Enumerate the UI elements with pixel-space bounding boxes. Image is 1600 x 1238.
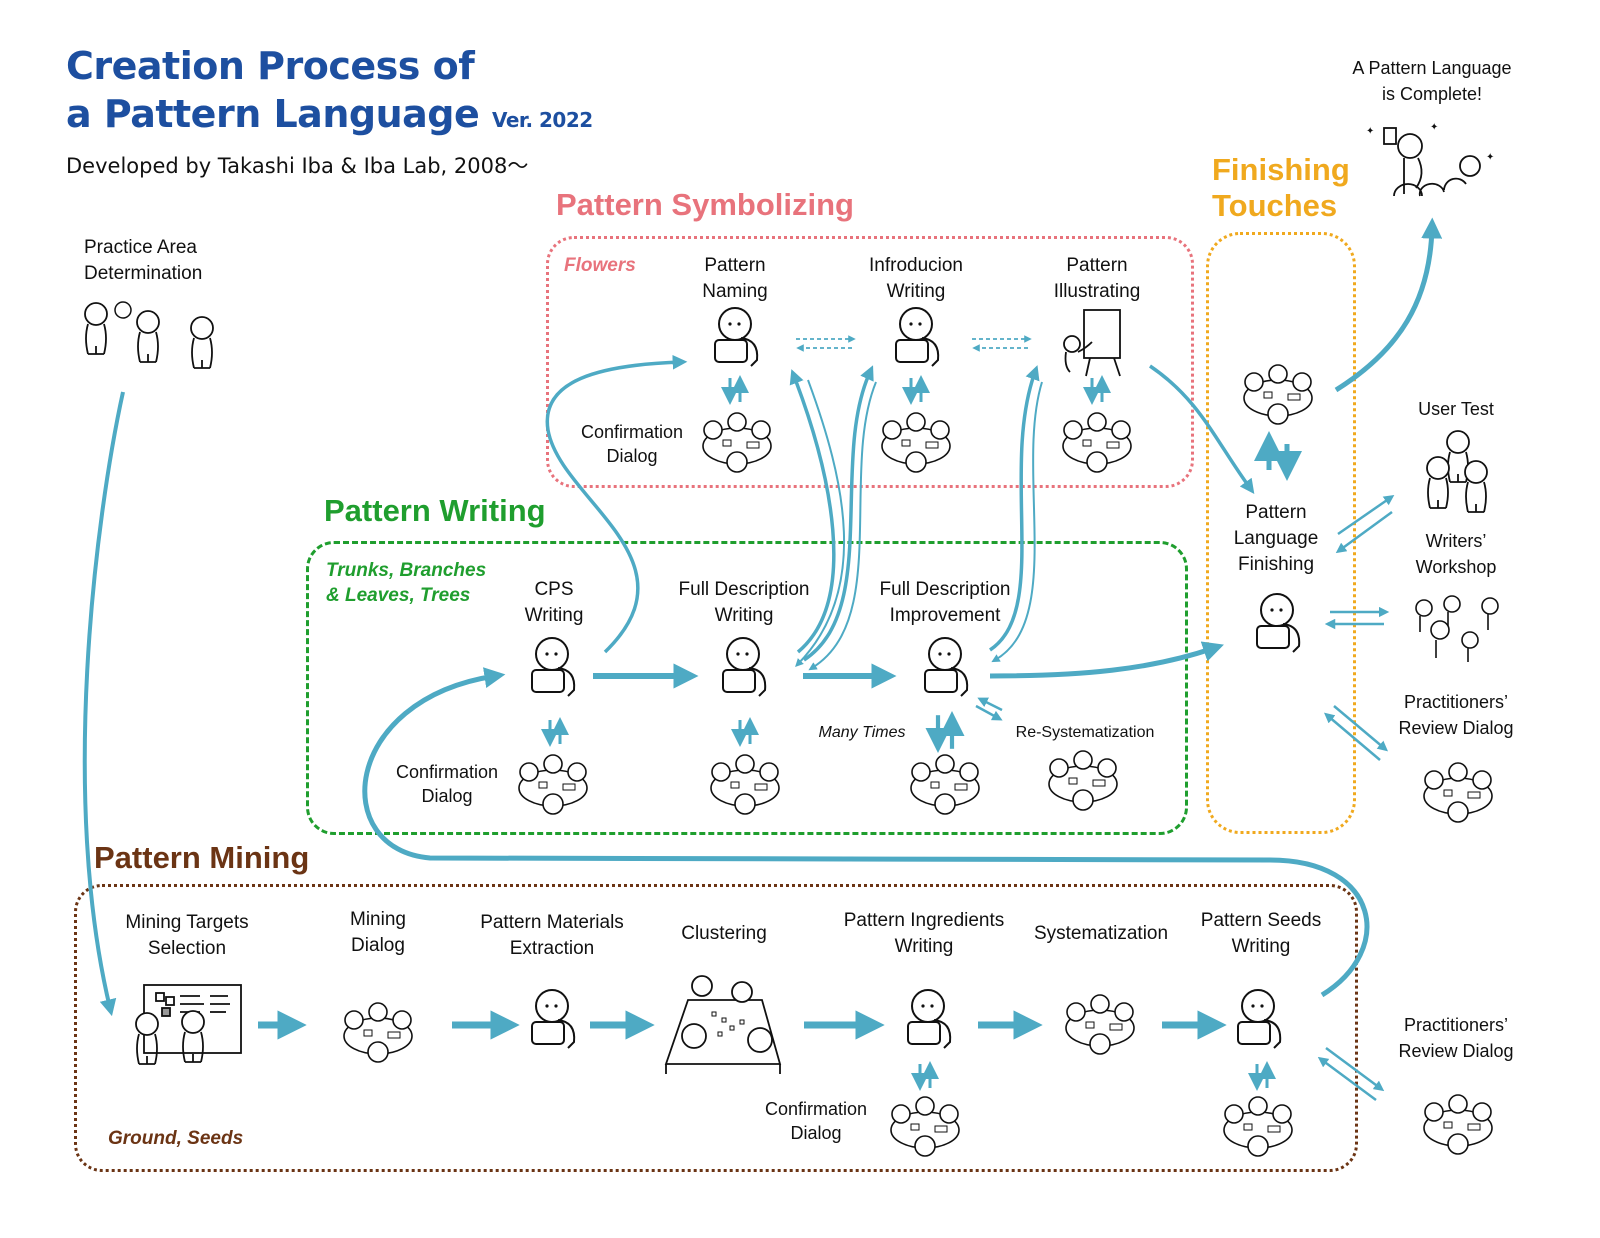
arrow-cps-to-naming [545,354,688,654]
resystematization-label: Re-Systematization [1015,724,1155,741]
metaphor-ground-seeds: Ground, Seeds [108,1128,244,1149]
updown-ingredients-icon [920,1064,930,1088]
finishing-updown-arrows [1254,431,1302,481]
systematization-table-icon [1065,994,1135,1055]
feedback-arrows-intro [803,365,877,671]
updown-naming-icon [730,378,740,402]
practitioners-review-bottom-label: Practitioners’ Review Dialog [1398,1015,1514,1061]
external-arrows [975,495,1395,1102]
complete-label: A Pattern Language is Complete! [1352,58,1512,104]
step-pattern-illustrating: Pattern Illustrating [1053,255,1141,302]
review-table-top-icon [1423,762,1493,823]
arrow-practice-to-mining [82,391,125,1017]
person-laptop-cps-icon [531,637,576,697]
feedback-arrows-illustrating [989,365,1043,663]
dialog-table-intro-icon [881,412,951,473]
writers-workshop-people-icon [1415,595,1499,662]
whiteboard-selection-icon [143,984,242,1054]
dialog-table-naming-icon [702,412,772,473]
dialog-table-cps-icon [518,754,588,815]
step-pattern-ingredients-writing: Pattern Ingredients Writing [843,910,1005,957]
svg-text:✦: ✦ [1486,152,1494,163]
practitioners-review-top-label: Practitioners’ Review Dialog [1398,692,1514,738]
writing-confirmation-label: Confirmation Dialog [395,762,499,806]
version-label: Ver. 2022 [491,108,593,132]
updown-seeds-icon [1257,1064,1267,1088]
phase-title-finishing: Finishing Touches [1212,152,1350,223]
step-pattern-language-finishing: Pattern Language Finishing [1233,502,1319,575]
symbolizing-container [546,236,1194,488]
symbolizing-dashed-arrows [796,335,1032,352]
finishing-container [1206,232,1356,834]
step-mining-dialog: Mining Dialog [350,909,406,956]
diagram-title: Creation Process of a Pattern Language V… [66,42,593,144]
arrow-illustrating-to-finishing [1149,364,1255,494]
user-test-label: User Test [1418,399,1494,419]
step-pattern-materials-extraction: Pattern Materials Extraction [480,912,624,959]
dialog-table-illustrating-icon [1062,412,1132,473]
start-practice-area-label: Practice Area Determination [84,237,203,284]
title-line-2: a Pattern Language Ver. 2022 [66,92,593,136]
person-laptop-ingredients-icon [907,989,952,1049]
resystematization-table-icon [1048,750,1118,811]
mining-container [74,884,1358,1172]
mining-dialog-table-icon [343,1002,413,1063]
person-laptop-naming-icon [714,307,759,367]
metaphor-trees: Trunks, Branches & Leaves, Trees [326,560,487,606]
practice-area-people-icon [84,301,214,369]
mining-confirmation-label: Confirmation Dialog [764,1099,868,1143]
updown-intro-icon [911,378,921,402]
phase-title-symbolizing: Pattern Symbolizing [556,187,854,222]
arrow-seeds-to-cps [362,667,1370,998]
review-table-bottom-icon [1423,1094,1493,1155]
dialog-table-ingredients-icon [890,1096,960,1157]
person-laptop-full-icon [722,637,767,697]
step-cps-writing: CPS Writing [524,579,584,626]
many-times-label: Many Times [818,724,906,741]
person-laptop-intro-icon [895,307,940,367]
writing-container [306,541,1188,835]
dialog-table-improve-icon [910,754,980,815]
step-introduction-writing: Infroducion Writing [868,255,964,302]
phase-title-writing: Pattern Writing [324,493,546,528]
person-laptop-finishing-icon [1256,593,1301,653]
updown-illustrating-icon [1092,378,1102,402]
phase-title-mining: Pattern Mining [94,840,310,875]
dialog-table-seeds-icon [1223,1096,1293,1157]
updown-full-icon [740,720,750,744]
step-pattern-seeds-writing: Pattern Seeds Writing [1200,910,1322,957]
user-test-people-icon [1426,430,1488,513]
updown-improve-icon [938,715,952,749]
person-laptop-extraction-icon [531,989,576,1049]
metaphor-flowers: Flowers [564,255,636,276]
easel-illustrating-icon [1063,309,1121,377]
person-laptop-improve-icon [924,637,969,697]
step-clustering: Clustering [681,923,767,944]
arrow-finishing-to-complete [1334,217,1443,393]
subtitle: Developed by Takashi Iba & Iba Lab, 2008… [66,154,529,178]
finishing-table-icon [1243,364,1313,425]
feedback-arrows-naming [789,369,845,668]
updown-cps-icon [550,720,560,744]
person-laptop-seeds-icon [1237,989,1282,1049]
clustering-table-icon [664,975,782,1074]
dialog-table-full-icon [710,754,780,815]
step-full-description-improvement: Full Description Improvement [879,579,1011,626]
step-full-description-writing: Full Description Writing [678,579,810,626]
svg-text:✦: ✦ [1366,126,1374,137]
step-mining-targets-selection: Mining Targets Selection [125,912,249,959]
title-line-1: Creation Process of [66,44,475,88]
step-systematization: Systematization [1033,923,1169,944]
writers-workshop-label: Writers’ Workshop [1415,531,1497,577]
symbolizing-confirmation-label: Confirmation Dialog [580,422,684,466]
step-pattern-naming: Pattern Naming [702,255,768,302]
celebration-icon: ✦ ✦ ✦ [1366,122,1494,197]
svg-text:✦: ✦ [1430,122,1438,133]
arrow-improve-to-finishing [989,641,1224,679]
